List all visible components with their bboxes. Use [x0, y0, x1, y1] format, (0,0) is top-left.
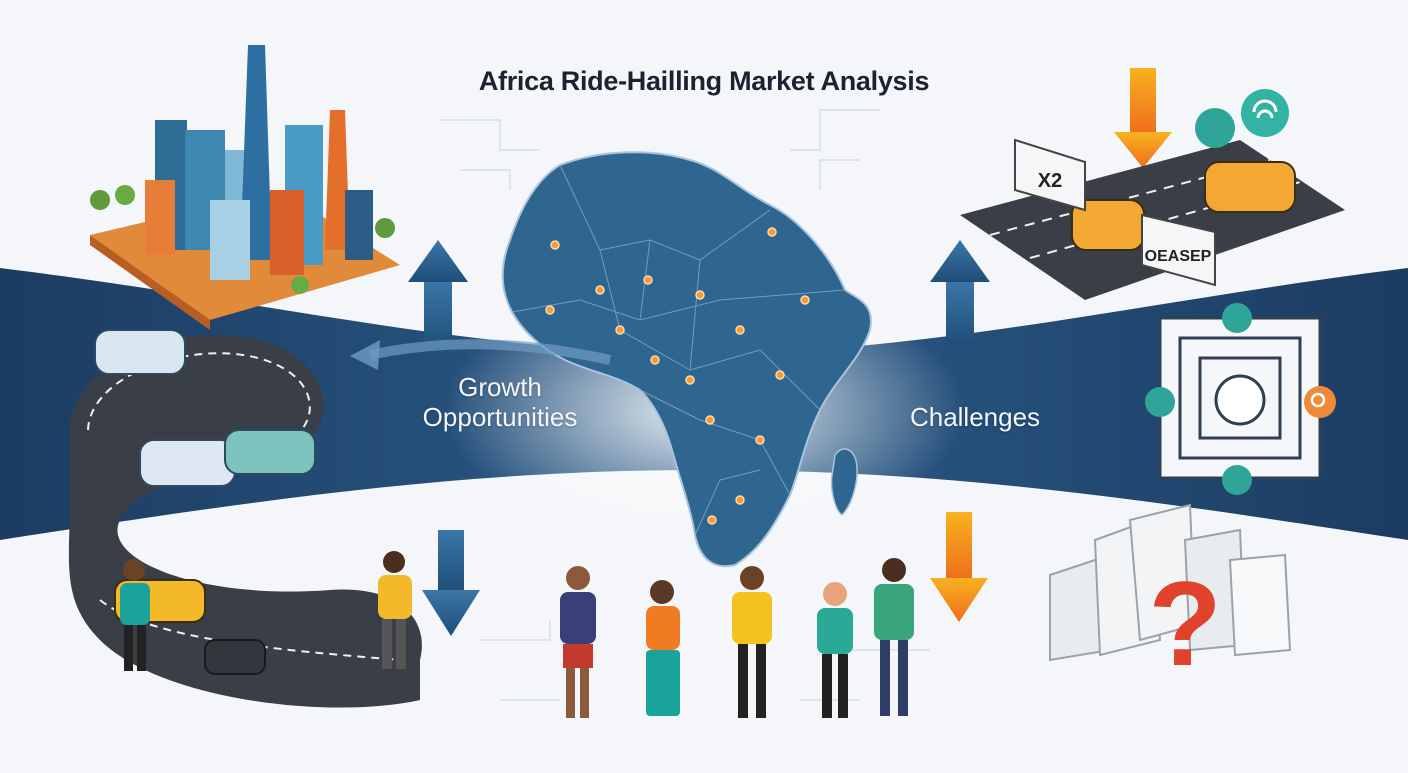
maze-icon — [1158, 316, 1322, 480]
arrow-down-left-icon — [422, 530, 480, 636]
sign-oeasep: OEASEP — [1141, 213, 1216, 287]
sign-oeasep-text: OEASEP — [1145, 248, 1212, 265]
curved-arrow-left — [368, 339, 612, 365]
person — [378, 551, 412, 669]
person — [560, 566, 596, 718]
question-mark-icon: ? — [1148, 557, 1221, 691]
person — [120, 559, 150, 671]
road-illustration-left — [68, 329, 422, 708]
arrow-up-right-icon — [930, 240, 990, 346]
sign-x2-text: X2 — [1038, 170, 1062, 192]
person — [732, 566, 772, 718]
people-group — [120, 551, 914, 718]
maze-node-icon — [1222, 303, 1252, 333]
search-icon — [1304, 386, 1336, 418]
maze-node-icon — [1145, 387, 1175, 417]
sign-x2: X2 — [1014, 138, 1086, 212]
maze-node-icon — [1222, 465, 1252, 495]
search-icon-lens — [1310, 392, 1326, 408]
page-title: Africa Ride-Hailling Market Analysis — [478, 66, 930, 96]
person — [646, 580, 680, 716]
curved-arrow-left-head — [350, 340, 380, 370]
arrow-down-top-right-icon — [1114, 68, 1172, 168]
city-illustration — [90, 45, 400, 330]
paper-stack-icon — [1049, 503, 1292, 662]
africa-map — [501, 151, 872, 568]
arrow-down-right-icon — [930, 512, 988, 622]
arrow-up-left-icon — [408, 240, 468, 350]
person — [874, 558, 914, 716]
challenges-label: Challenges — [909, 402, 1041, 432]
chat-bubble-icon — [1195, 89, 1289, 148]
person — [817, 582, 853, 718]
